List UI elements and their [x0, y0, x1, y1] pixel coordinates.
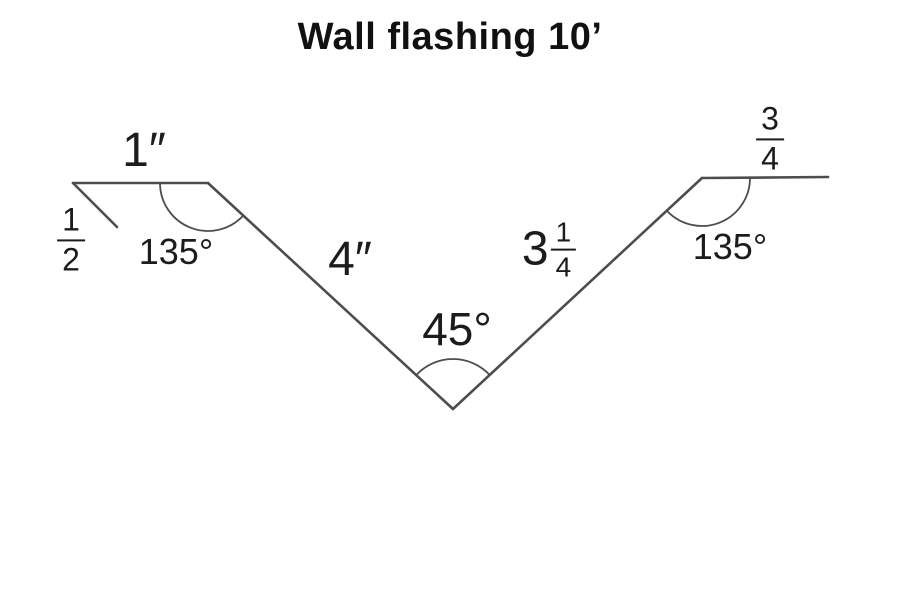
fraction-denominator: 4: [555, 252, 572, 283]
fraction-denominator: 2: [62, 241, 80, 277]
label-vertex-angle: 45°: [422, 303, 492, 355]
fraction-numerator: 3: [756, 102, 784, 140]
fraction: 1 2: [57, 203, 85, 276]
segment-top-right-line: [700, 175, 830, 180]
page-title: Wall flashing 10’: [297, 16, 603, 58]
angle-arc-left: [159, 182, 244, 232]
label-right-diagonal-length: 3 1 4: [521, 217, 577, 283]
fraction-denominator: 4: [761, 140, 779, 176]
angle-arc-right: [666, 177, 751, 227]
label-left-angle: 135°: [138, 231, 214, 272]
segment-right-diagonal-line: [451, 176, 704, 411]
label-right-angle: 135°: [692, 226, 768, 267]
mixed-number: 3 1 4: [521, 217, 577, 283]
label-top-right-fraction: 3 4: [756, 102, 784, 175]
label-left-leg-fraction: 1 2: [57, 203, 85, 276]
fraction-numerator: 1: [57, 203, 85, 241]
segment-left-diagonal-line: [206, 181, 455, 411]
fraction: 3 4: [756, 102, 784, 175]
fraction: 1 4: [550, 217, 577, 283]
angle-arc-vertex: [415, 358, 491, 376]
label-top-left-length: 1″: [122, 124, 166, 177]
label-left-diagonal-length: 4″: [328, 233, 372, 286]
fraction-numerator: 1: [550, 217, 577, 251]
mixed-number-whole: 3: [521, 223, 549, 276]
segment-left-leg-line: [71, 181, 119, 229]
